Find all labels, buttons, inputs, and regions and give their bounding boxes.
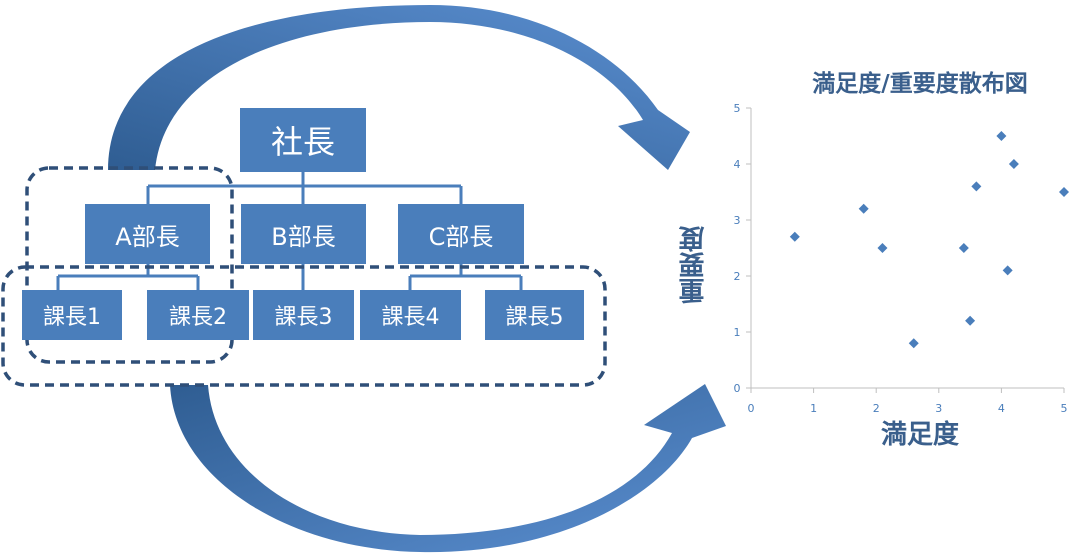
x-axis-title: 満足度 bbox=[880, 420, 959, 450]
manager-box-c: C部長 bbox=[398, 204, 524, 264]
y-tick-label: 5 bbox=[734, 102, 741, 115]
scatter-point bbox=[1059, 187, 1069, 197]
scatter-point bbox=[908, 338, 919, 349]
chart-title: 満足度/重要度散布図 bbox=[812, 71, 1028, 97]
y-tick-label: 0 bbox=[734, 382, 741, 395]
y-tick-label: 3 bbox=[734, 214, 741, 227]
manager-label-c: C部長 bbox=[428, 222, 494, 251]
section-chief-box-2: 課長2 bbox=[147, 290, 249, 340]
scatter-point bbox=[1008, 159, 1019, 169]
manager-label-a: A部長 bbox=[115, 222, 180, 251]
x-tick-label: 4 bbox=[998, 402, 1005, 415]
x-tick-label: 1 bbox=[810, 402, 817, 415]
scatter-point bbox=[789, 231, 800, 242]
dashed-group-a-department bbox=[25, 166, 234, 364]
scatter-point bbox=[971, 181, 982, 192]
x-tick-label: 2 bbox=[873, 402, 880, 415]
top-curved-arrow bbox=[108, 5, 690, 170]
dashed-group-section-chiefs bbox=[1, 265, 607, 387]
manager-box-a: A部長 bbox=[85, 204, 210, 264]
scatter-point bbox=[1002, 265, 1013, 276]
section-chief-box-1: 課長1 bbox=[22, 290, 122, 340]
y-tick-label: 1 bbox=[734, 326, 741, 339]
president-label: 社長 bbox=[270, 123, 335, 161]
scatter-point bbox=[958, 243, 969, 253]
y-axis-title: 重要度 bbox=[679, 226, 709, 304]
section-chief-box-4: 課長4 bbox=[360, 290, 461, 340]
section-chief-label-5: 課長5 bbox=[505, 305, 564, 330]
section-chief-label-3: 課長3 bbox=[274, 305, 333, 330]
manager-box-b: B部長 bbox=[241, 204, 366, 264]
scatter-point bbox=[877, 243, 888, 253]
scatter-plot: 0 1 2 3 4 5 0 1 2 3 4 5 bbox=[734, 102, 1069, 415]
manager-label-b: B部長 bbox=[271, 222, 336, 251]
scatter-point bbox=[996, 131, 1007, 141]
x-tick-label: 0 bbox=[748, 402, 755, 415]
scatter-point bbox=[965, 315, 976, 326]
org-connectors bbox=[56, 172, 523, 290]
president-box: 社長 bbox=[240, 108, 366, 172]
section-chief-label-2: 課長2 bbox=[169, 305, 227, 330]
bottom-curved-arrow bbox=[170, 384, 726, 553]
scatter-point bbox=[858, 203, 869, 214]
y-tick-label: 4 bbox=[734, 158, 741, 171]
section-chief-label-4: 課長4 bbox=[381, 305, 440, 330]
x-tick-label: 3 bbox=[935, 402, 942, 415]
section-chief-label-1: 課長1 bbox=[43, 305, 101, 330]
section-chief-box-5: 課長5 bbox=[485, 290, 584, 340]
x-tick-label: 5 bbox=[1061, 402, 1068, 415]
section-chief-box-3: 課長3 bbox=[253, 290, 354, 340]
y-tick-label: 2 bbox=[734, 270, 741, 283]
